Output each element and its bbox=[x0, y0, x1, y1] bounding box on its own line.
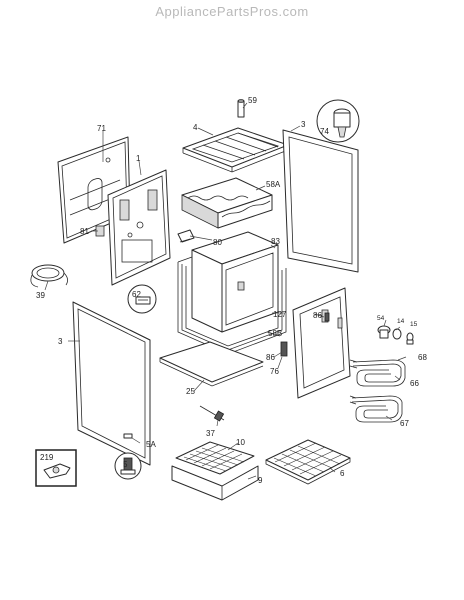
leader-lines bbox=[44, 102, 407, 480]
part-3-side-panel-right[interactable] bbox=[282, 129, 359, 273]
part-5a-leg-spacer[interactable] bbox=[123, 433, 133, 439]
callout-6: 6 bbox=[340, 469, 345, 478]
part-9-broiler-pan[interactable] bbox=[171, 465, 259, 501]
callout-58b: 58B bbox=[268, 329, 282, 338]
site-watermark: AppliancePartsPros.com bbox=[155, 4, 309, 19]
callout-68: 68 bbox=[418, 353, 427, 362]
callout-5a: 5A bbox=[146, 440, 156, 449]
part-25-bottom-panel[interactable] bbox=[159, 341, 264, 387]
callout-62: 62 bbox=[132, 290, 141, 299]
callout-9: 9 bbox=[258, 476, 263, 485]
part-6-oven-rack[interactable] bbox=[265, 439, 351, 485]
callout-80: 80 bbox=[213, 238, 222, 247]
callout-66: 66 bbox=[410, 379, 419, 388]
part-219-box[interactable] bbox=[35, 449, 77, 487]
callout-4: 4 bbox=[193, 123, 198, 132]
part-37-bolt[interactable] bbox=[199, 405, 225, 422]
callout-5: 5 bbox=[123, 460, 128, 469]
callout-59: 59 bbox=[248, 96, 257, 105]
part-14-lamp-lens[interactable] bbox=[392, 328, 402, 340]
part-74-knob[interactable] bbox=[316, 99, 360, 143]
callout-labels: 59 4 74 71 1 3 58A 81 80 83 39 62 3 127 … bbox=[36, 96, 427, 485]
callout-127: 127 bbox=[273, 310, 287, 319]
callout-219: 219 bbox=[40, 453, 54, 462]
callout-39: 39 bbox=[36, 291, 45, 300]
callout-15: 15 bbox=[410, 321, 418, 328]
part-3-side-panel-left[interactable] bbox=[72, 301, 151, 466]
callout-25: 25 bbox=[186, 387, 195, 396]
callout-74: 74 bbox=[320, 127, 329, 136]
part-59-vent[interactable] bbox=[237, 99, 245, 118]
callout-83: 83 bbox=[271, 237, 280, 246]
part-10-broiler-insert[interactable] bbox=[175, 441, 255, 475]
callout-81: 81 bbox=[80, 227, 89, 236]
callout-76: 76 bbox=[270, 367, 279, 376]
part-1-inner-back-panel[interactable] bbox=[107, 169, 171, 286]
callout-67: 67 bbox=[400, 419, 409, 428]
part-39-wire-harness[interactable] bbox=[30, 264, 68, 288]
callout-14: 14 bbox=[397, 318, 405, 325]
callout-3-top: 3 bbox=[301, 120, 306, 129]
part-67-broil-element[interactable] bbox=[349, 395, 403, 423]
part-76-door-inner[interactable] bbox=[292, 287, 351, 399]
part-86-hinge-lower[interactable] bbox=[280, 341, 288, 357]
part-5-leveling-leg[interactable] bbox=[114, 452, 142, 480]
callout-71: 71 bbox=[97, 124, 106, 133]
part-86-hinge-upper[interactable] bbox=[324, 312, 330, 322]
callout-37: 37 bbox=[206, 429, 215, 438]
callout-86-lower: 86 bbox=[266, 353, 275, 362]
part-83-oven-cavity[interactable] bbox=[191, 231, 279, 333]
part-15-bulb[interactable] bbox=[406, 332, 414, 345]
part-54-lamp-socket[interactable] bbox=[377, 325, 391, 339]
callout-54: 54 bbox=[377, 315, 385, 322]
part-58a-insulation-top[interactable] bbox=[181, 177, 273, 229]
callout-3-left: 3 bbox=[58, 337, 63, 346]
part-4-cooktop-tray[interactable] bbox=[182, 127, 289, 173]
callout-58a: 58A bbox=[266, 180, 281, 189]
callout-1: 1 bbox=[136, 154, 141, 163]
callout-10: 10 bbox=[236, 438, 245, 447]
callout-86-upper: 86 bbox=[313, 311, 322, 320]
part-80-bracket[interactable] bbox=[177, 229, 195, 243]
part-66-bake-element[interactable] bbox=[349, 359, 406, 387]
part-62-terminal[interactable] bbox=[127, 284, 157, 314]
